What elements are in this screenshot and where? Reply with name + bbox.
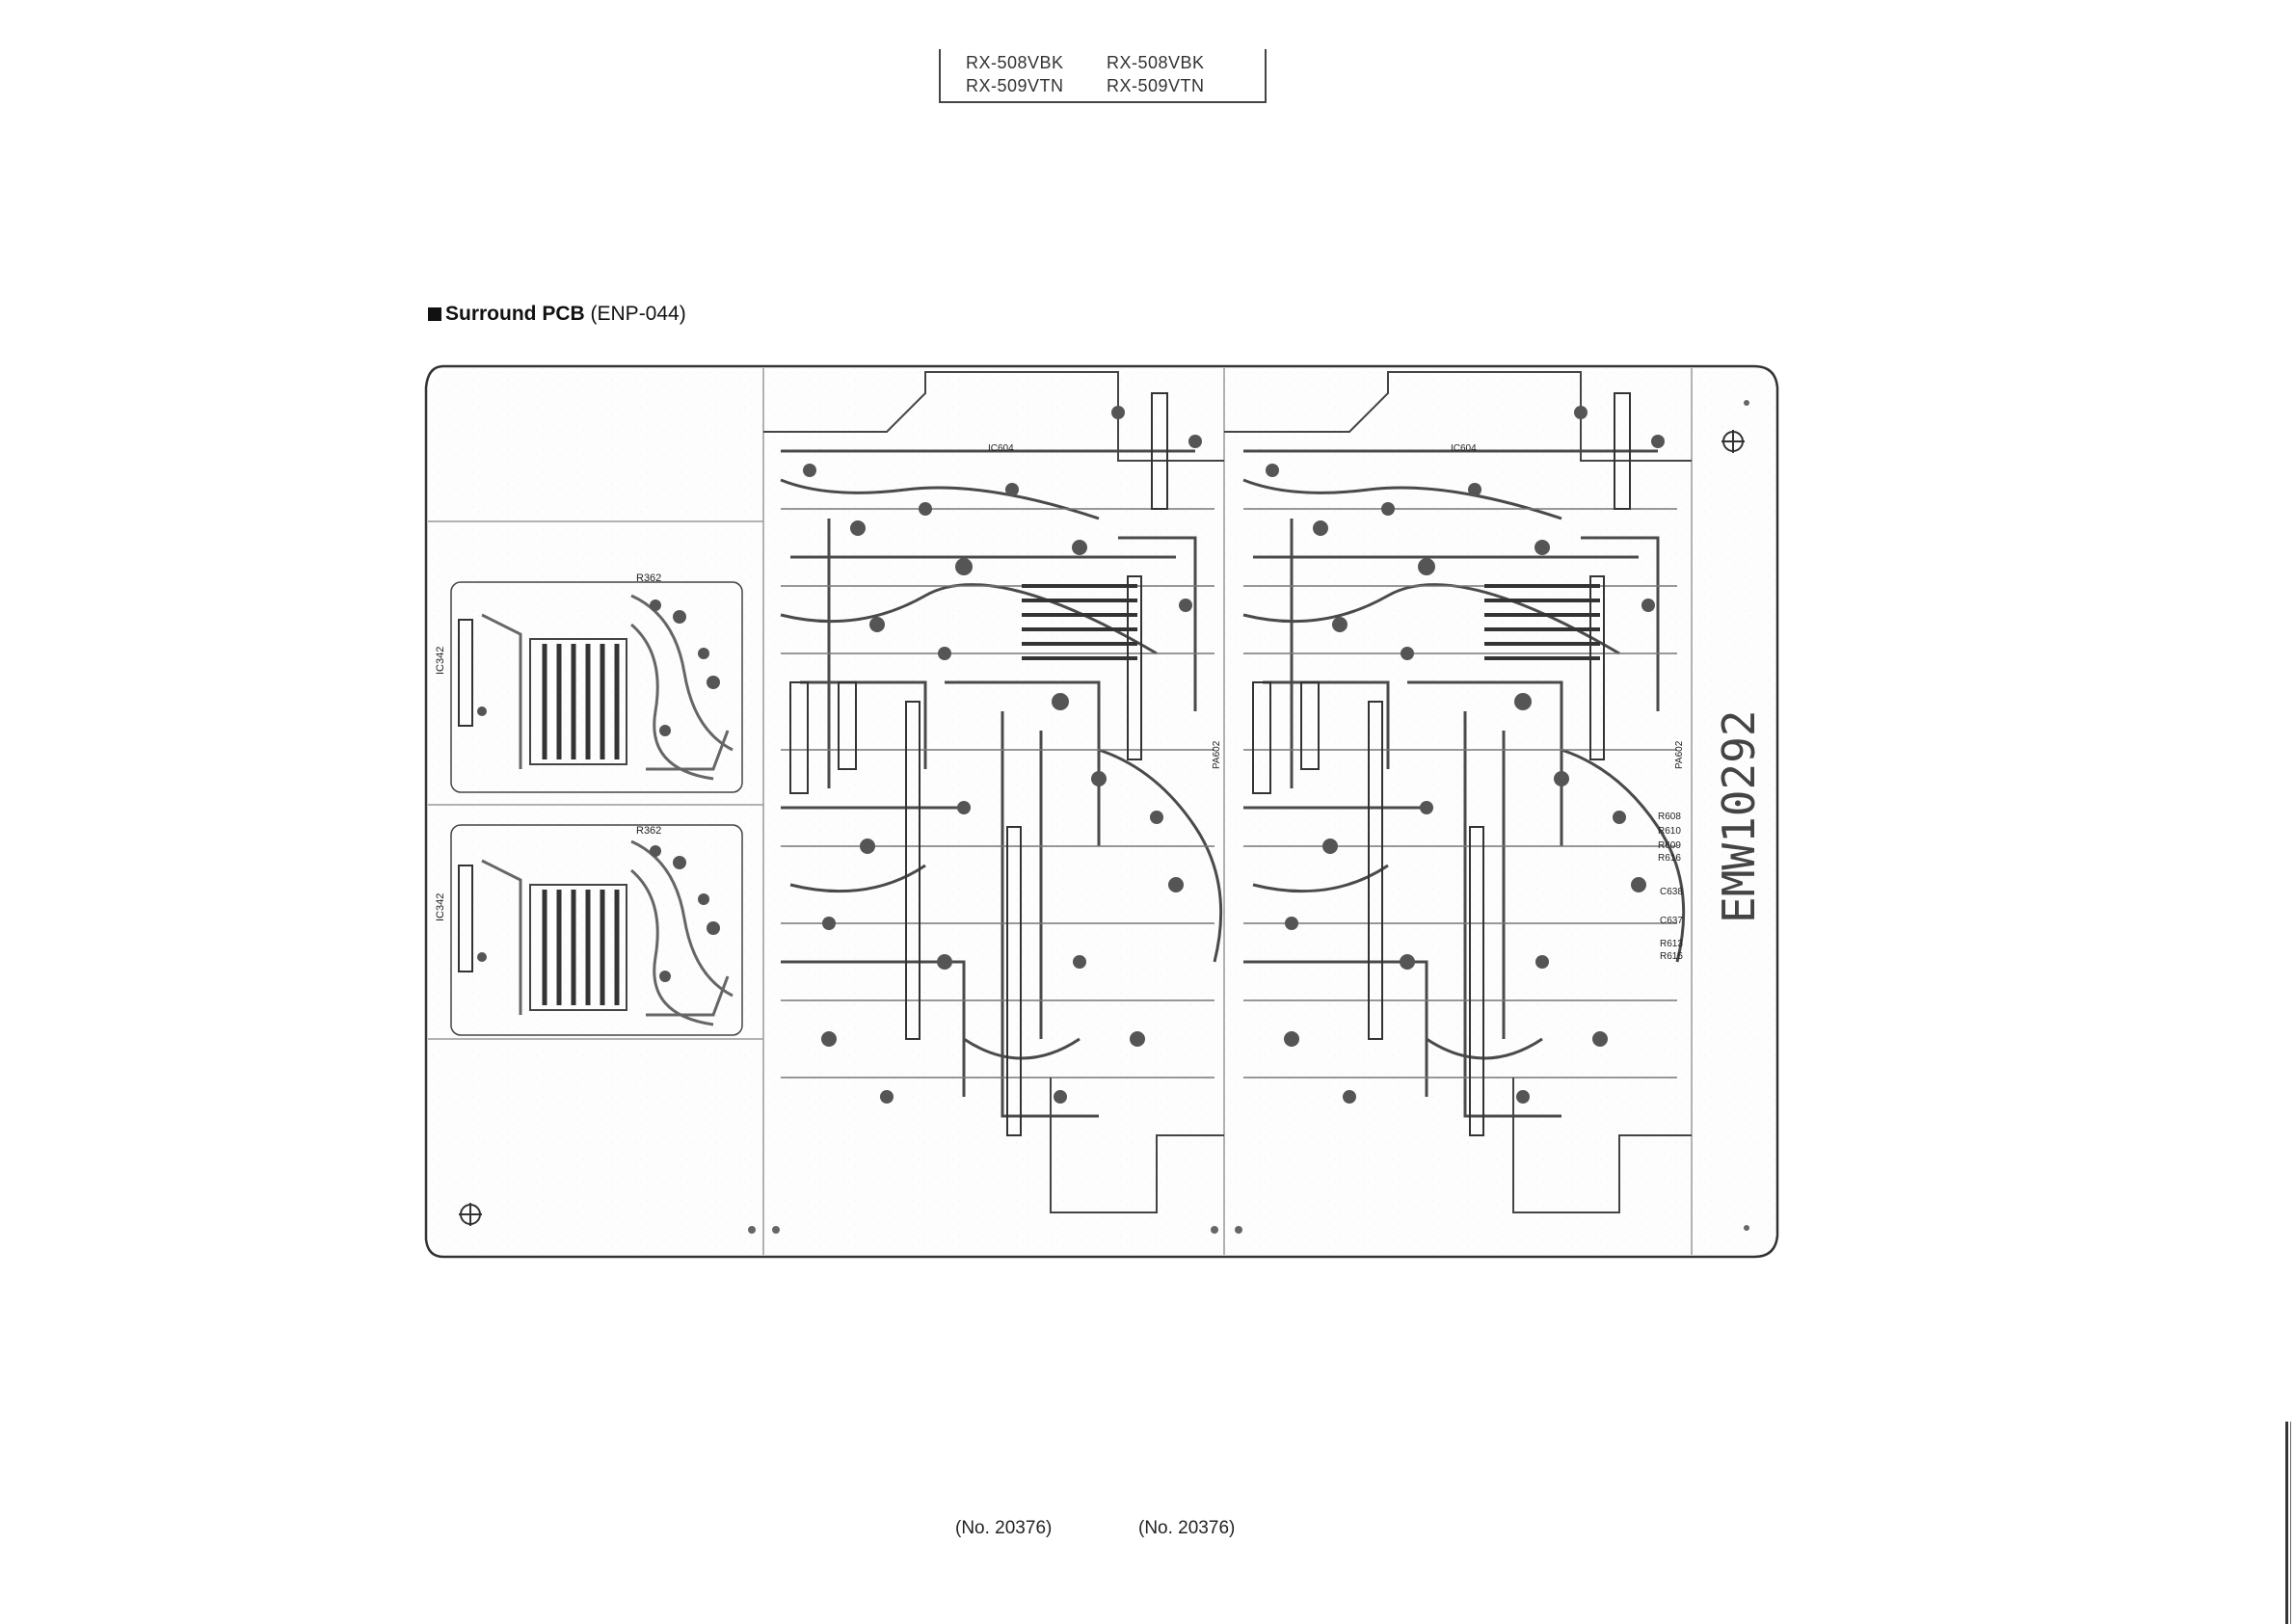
edge-mark — [2285, 1422, 2288, 1624]
model-box: RX-508VBK RX-509VTN RX-508VBK RX-509VTN — [939, 49, 1267, 103]
board-substrate — [428, 368, 1775, 1255]
label-r608: R608 — [1658, 812, 1681, 822]
label-pa602-right: PA602 — [1674, 740, 1685, 769]
edge-mark — [2290, 1422, 2291, 1624]
label-r609: R609 — [1658, 840, 1681, 851]
model-name: RX-508VBK — [966, 51, 1107, 74]
label-r616: R616 — [1658, 853, 1681, 864]
section-title-main: Surround PCB — [445, 303, 585, 325]
label-r615: R615 — [1660, 951, 1683, 962]
label-ic342-bottom: IC342 — [435, 893, 446, 921]
label-r613: R613 — [1660, 939, 1683, 949]
label-r610: R610 — [1658, 826, 1681, 837]
model-name: RX-509VTN — [966, 74, 1107, 97]
label-r362-bottom: R362 — [636, 825, 661, 837]
label-c638: C638 — [1660, 887, 1683, 897]
model-name: RX-508VBK — [1107, 51, 1247, 74]
section-title-sub: (ENP-044) — [591, 303, 686, 325]
page-number-right: (No. 20376) — [1138, 1518, 1235, 1539]
model-name: RX-509VTN — [1107, 74, 1247, 97]
label-ic342-top: IC342 — [435, 647, 446, 675]
label-r362-top: R362 — [636, 572, 661, 584]
section-title: Surround PCB (ENP-044) — [428, 303, 686, 326]
model-column-left: RX-508VBK RX-509VTN — [966, 51, 1107, 101]
square-bullet-icon — [428, 307, 441, 321]
label-c637: C637 — [1660, 916, 1683, 926]
board-part-number: EMW10292 — [1713, 709, 1765, 923]
model-column-right: RX-508VBK RX-509VTN — [1107, 51, 1247, 101]
page-number-left: (No. 20376) — [955, 1518, 1052, 1539]
label-ic604-right: IC604 — [1451, 443, 1477, 454]
label-ic604-left: IC604 — [988, 443, 1014, 454]
label-pa602-left: PA602 — [1212, 740, 1222, 769]
pcb-diagram: IC342 IC342 R362 R362 — [424, 364, 1783, 1263]
